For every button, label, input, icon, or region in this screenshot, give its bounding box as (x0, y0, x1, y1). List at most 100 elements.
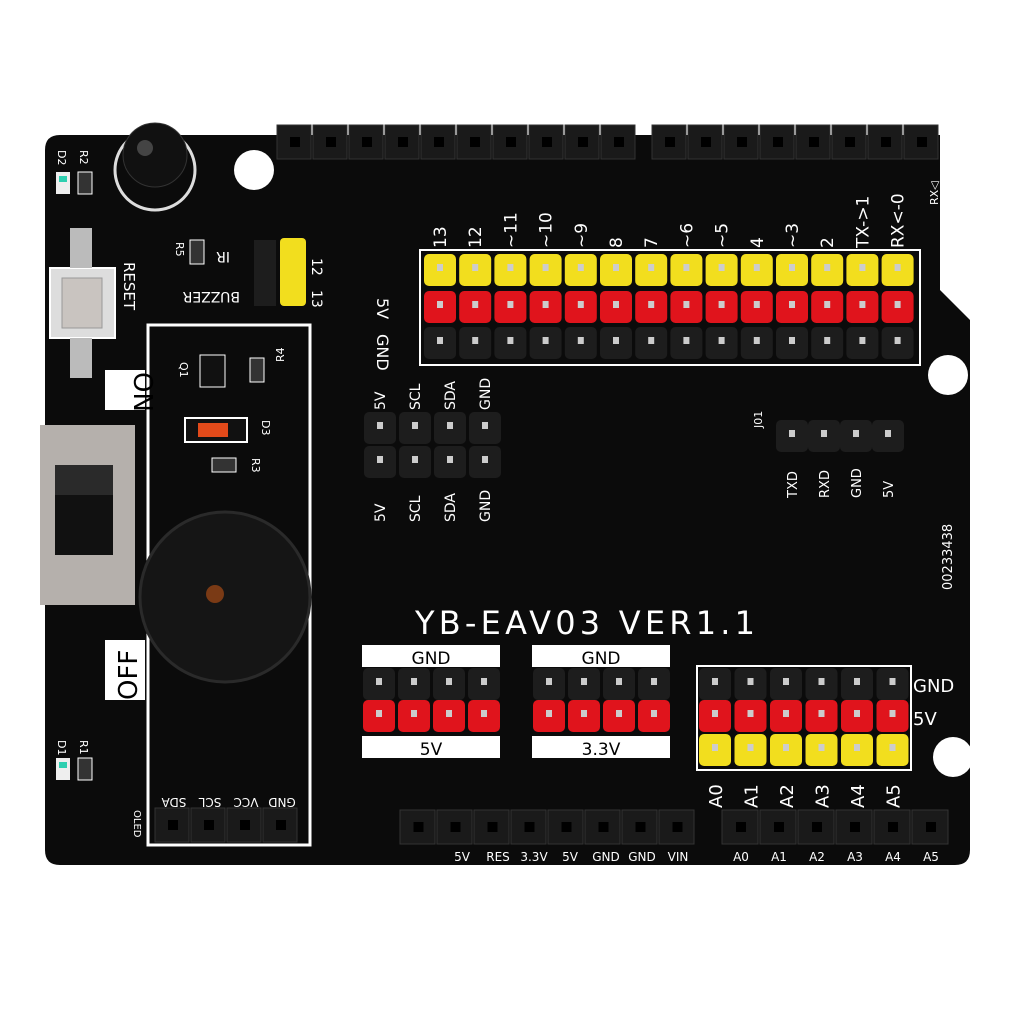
bottom-power-header-pin[interactable] (510, 809, 547, 845)
i2c-pin[interactable] (434, 446, 466, 478)
digital-signal-pin[interactable] (564, 254, 597, 286)
top-female-header-pin[interactable] (831, 124, 867, 160)
serial-pin[interactable] (808, 420, 840, 452)
power-gnd-pin[interactable] (568, 668, 600, 700)
digital-gnd-pin[interactable] (776, 327, 808, 359)
analog-5v-pin[interactable] (699, 700, 731, 732)
i2c-pin[interactable] (469, 412, 501, 444)
serial-pin[interactable] (776, 420, 808, 452)
digital-5v-pin[interactable] (811, 291, 844, 323)
digital-gnd-pin[interactable] (705, 327, 738, 359)
digital-5v-pin[interactable] (740, 291, 773, 323)
digital-gnd-pin[interactable] (494, 327, 527, 359)
power-switch[interactable] (40, 370, 145, 700)
bottom-power-header-pin[interactable] (584, 809, 621, 845)
bottom-power-header-pin[interactable] (658, 809, 695, 845)
top-female-header-pin[interactable] (276, 124, 312, 160)
digital-signal-pin[interactable] (600, 254, 632, 286)
bottom-analog-header-pin[interactable] (873, 809, 911, 845)
top-female-header-pin[interactable] (723, 124, 759, 160)
i2c-pin[interactable] (364, 412, 396, 444)
analog-gnd-pin[interactable] (734, 668, 767, 700)
digital-gnd-pin[interactable] (811, 327, 844, 359)
power-gnd-pin[interactable] (603, 668, 635, 700)
top-female-header-pin[interactable] (456, 124, 492, 160)
bottom-analog-header-pin[interactable] (835, 809, 873, 845)
analog-5v-pin[interactable] (770, 700, 802, 732)
digital-gnd-pin[interactable] (529, 327, 562, 359)
reset-button[interactable] (49, 228, 116, 378)
digital-5v-pin[interactable] (600, 291, 632, 323)
analog-signal-pin[interactable] (699, 734, 731, 766)
power-vcc-pin[interactable] (433, 700, 465, 732)
analog-5v-pin[interactable] (805, 700, 838, 732)
analog-signal-pin[interactable] (805, 734, 838, 766)
digital-signal-pin[interactable] (811, 254, 844, 286)
top-female-header-pin[interactable] (492, 124, 528, 160)
analog-signal-pin[interactable] (876, 734, 909, 766)
i2c-pin[interactable] (399, 412, 431, 444)
digital-signal-pin[interactable] (635, 254, 668, 286)
power-gnd-pin[interactable] (638, 668, 670, 700)
oled-header-pin[interactable] (154, 807, 190, 843)
analog-5v-pin[interactable] (841, 700, 873, 732)
digital-gnd-pin[interactable] (881, 327, 914, 359)
top-female-header-pin[interactable] (528, 124, 564, 160)
oled-header-pin[interactable] (226, 807, 262, 843)
power-gnd-pin[interactable] (533, 668, 565, 700)
digital-signal-pin[interactable] (705, 254, 738, 286)
digital-gnd-pin[interactable] (846, 327, 879, 359)
oled-header-pin[interactable] (262, 807, 298, 843)
power-gnd-pin[interactable] (433, 668, 465, 700)
top-female-header-pin[interactable] (687, 124, 723, 160)
bottom-power-header-pin[interactable] (547, 809, 584, 845)
top-female-header-pin[interactable] (420, 124, 456, 160)
digital-gnd-pin[interactable] (424, 327, 456, 359)
bottom-analog-header-pin[interactable] (759, 809, 797, 845)
digital-gnd-pin[interactable] (600, 327, 632, 359)
serial-pin[interactable] (840, 420, 872, 452)
power-vcc-pin[interactable] (568, 700, 600, 732)
digital-5v-pin[interactable] (881, 291, 914, 323)
digital-5v-pin[interactable] (846, 291, 879, 323)
bottom-analog-header-pin[interactable] (721, 809, 759, 845)
digital-5v-pin[interactable] (459, 291, 492, 323)
digital-5v-pin[interactable] (635, 291, 668, 323)
top-female-header-pin[interactable] (651, 124, 687, 160)
digital-5v-pin[interactable] (494, 291, 527, 323)
serial-pin[interactable] (872, 420, 904, 452)
bottom-analog-header-pin[interactable] (911, 809, 949, 845)
power-vcc-pin[interactable] (533, 700, 565, 732)
top-female-header-pin[interactable] (564, 124, 600, 160)
digital-5v-pin[interactable] (670, 291, 703, 323)
power-gnd-pin[interactable] (363, 668, 395, 700)
digital-signal-pin[interactable] (881, 254, 914, 286)
power-vcc-pin[interactable] (363, 700, 395, 732)
power-gnd-pin[interactable] (398, 668, 430, 700)
i2c-pin[interactable] (399, 446, 431, 478)
top-female-header-pin[interactable] (600, 124, 636, 160)
digital-gnd-pin[interactable] (564, 327, 597, 359)
digital-signal-pin[interactable] (670, 254, 703, 286)
digital-5v-pin[interactable] (529, 291, 562, 323)
power-vcc-pin[interactable] (468, 700, 500, 732)
analog-gnd-pin[interactable] (805, 668, 838, 700)
digital-5v-pin[interactable] (705, 291, 738, 323)
analog-signal-pin[interactable] (841, 734, 873, 766)
top-female-header-pin[interactable] (384, 124, 420, 160)
analog-gnd-pin[interactable] (699, 668, 731, 700)
digital-5v-pin[interactable] (564, 291, 597, 323)
i2c-pin[interactable] (434, 412, 466, 444)
top-female-header-pin[interactable] (867, 124, 903, 160)
bottom-power-header-pin[interactable] (621, 809, 658, 845)
top-female-header-pin[interactable] (312, 124, 348, 160)
digital-signal-pin[interactable] (529, 254, 562, 286)
analog-gnd-pin[interactable] (841, 668, 873, 700)
i2c-pin[interactable] (364, 446, 396, 478)
bottom-power-header-pin[interactable] (399, 809, 436, 845)
digital-5v-pin[interactable] (424, 291, 456, 323)
power-gnd-pin[interactable] (468, 668, 500, 700)
top-female-header-pin[interactable] (795, 124, 831, 160)
top-female-header-pin[interactable] (348, 124, 384, 160)
analog-signal-pin[interactable] (734, 734, 767, 766)
